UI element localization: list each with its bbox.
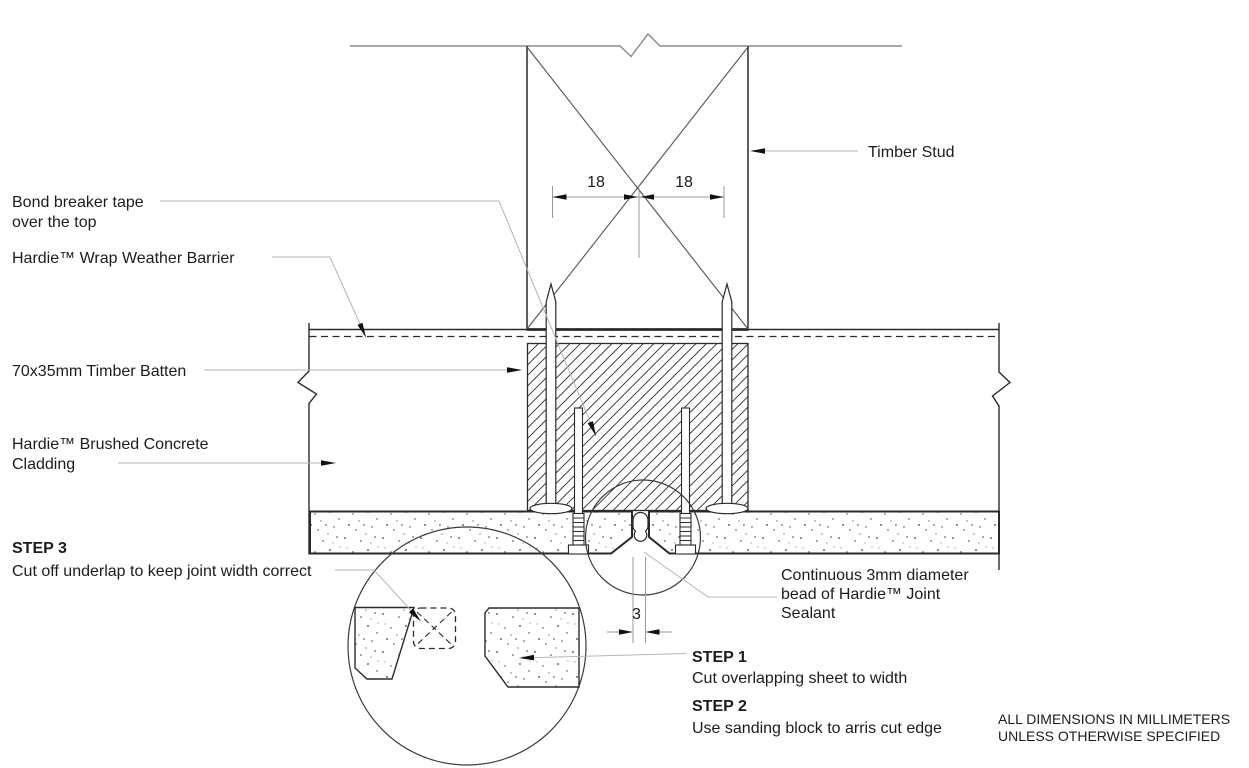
wall-left-break-edge [296,323,318,555]
timber-batten-hatched [526,342,749,512]
cladding-sheet-right [648,510,1000,555]
timber-stud [526,46,749,331]
leader-arrow-timber-batten [507,367,522,373]
leader-arrow-timber-stud [750,148,765,154]
label-cladding-line2: Cladding [12,456,75,473]
leader-arrow-cladding [321,460,336,466]
label-sealant-line1: Continuous 3mm diameter [781,567,969,584]
leader-arrow-step3 [408,608,421,622]
label-step3-title: STEP 3 [12,540,67,557]
cutoff-dashed-outline [412,607,457,650]
leader-weather-barrier [272,256,367,338]
dim-arrow [552,194,567,200]
label-step2-text: Use sanding block to arris cut edge [692,720,942,737]
stud-cross-diagonal-2 [526,46,749,330]
label-weather-barrier: Hardie™ Wrap Weather Barrier [12,250,235,267]
leader-arrow-weather-barrier [357,322,366,338]
label-step1-title: STEP 1 [692,649,747,666]
label-step2-title: STEP 2 [692,698,747,715]
cladding-sheets [309,510,1000,555]
detail-sheet-overlap [484,607,580,688]
leader-step3 [335,569,412,611]
wall-lines [296,32,1012,570]
dim-text-18-left: 18 [587,174,605,191]
joint-detail-circle [584,479,702,596]
cladding-screws [567,407,697,555]
dim-arrow [710,194,724,200]
leader-arrow-step1 [519,654,535,661]
leader-bond-breaker [160,200,597,437]
batten-nails [529,281,749,515]
leader-lines [118,148,858,661]
dim-arrow [640,194,654,200]
nail-left-shaft [545,281,557,505]
label-dimensions-note-line1: ALL DIMENSIONS IN MILLIMETERS [998,711,1230,727]
label-timber-batten: 70x35mm Timber Batten [12,363,186,380]
labels: Bond breaker tape over the top Hardie™ W… [12,144,1230,744]
label-sealant-line3: Sealant [781,605,836,622]
screw-left [567,407,590,555]
wall-right-break-edge [991,323,1012,570]
leader-step1 [533,653,687,659]
dim-arrow [624,194,638,200]
label-bond-breaker-line2: over the top [12,214,97,231]
label-dimensions-note-line2: UNLESS OTHERWISE SPECIFIED [998,728,1220,744]
label-bond-breaker-line1: Bond breaker tape [12,194,144,211]
enlarged-detail-circle [347,526,587,766]
dim-text-3: 3 [632,606,641,623]
dim-text-18-right: 18 [675,174,693,191]
screw-right [674,407,697,555]
label-sealant-line2: bead of Hardie™ Joint [781,586,941,603]
dimension-stud-fixing-offsets: 18 18 [552,174,725,258]
interior-lining-line-with-break [350,32,902,58]
detail-sheet-underlap [354,606,415,680]
joint-sealant-bead [632,511,649,542]
label-step1-text: Cut overlapping sheet to width [692,670,907,687]
dim-arrow [645,629,660,635]
label-step3-text: Cut off underlap to keep joint width cor… [12,563,312,580]
leader-sealant [643,551,777,598]
leader-arrow-bond-breaker [587,421,596,436]
underlap-detail [354,606,580,688]
dimension-joint-gap: 3 [607,557,672,643]
nail-right-shaft [721,281,733,505]
nail-left-head [529,502,573,515]
nail-right-head [705,502,749,515]
label-timber-stud: Timber Stud [868,144,955,161]
cutoff-dashed-x-2 [416,611,452,645]
label-cladding-line1: Hardie™ Brushed Concrete [12,436,209,453]
dim-arrow [619,629,633,635]
